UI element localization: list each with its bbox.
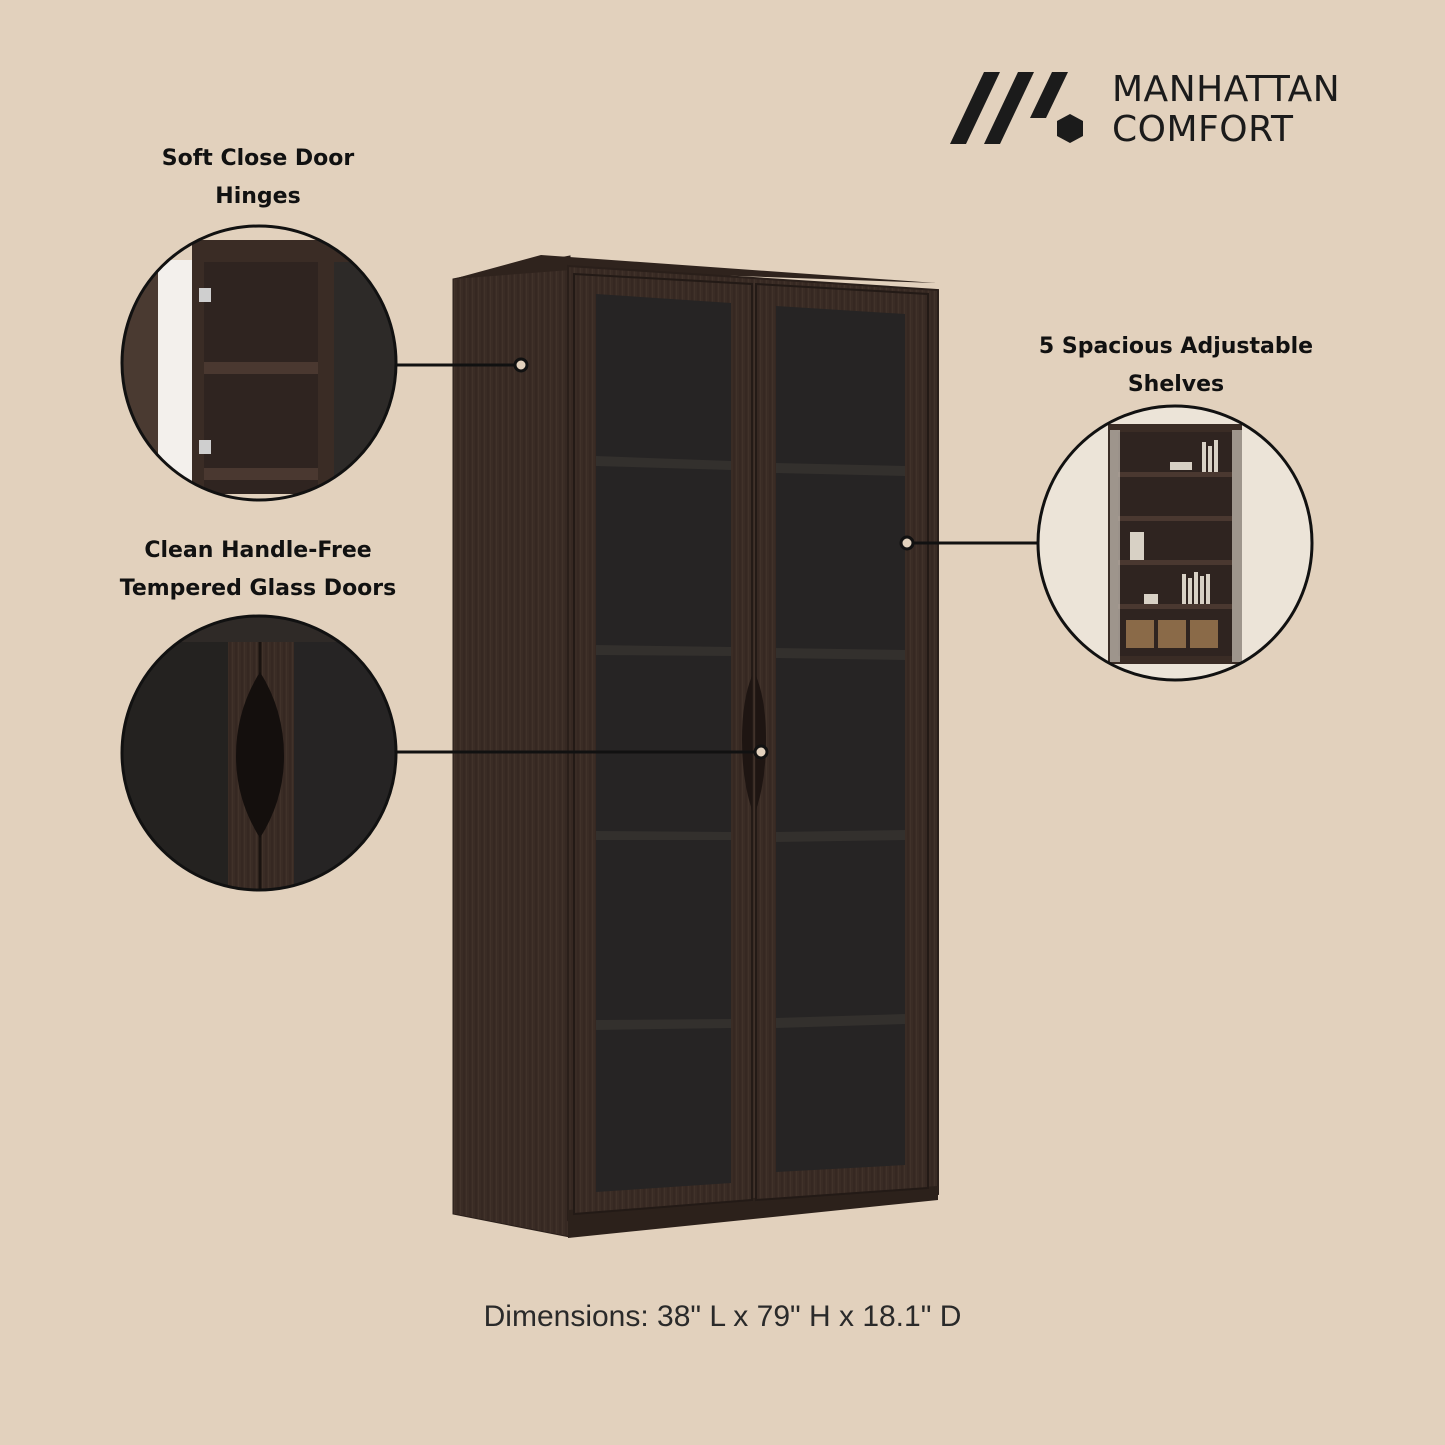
zoom-hinges [120,224,398,502]
cabinet-top [453,255,936,283]
dimensions-text: Dimensions: 38" L x 79" H x 18.1" D [483,1300,962,1333]
brand-line-1: MANHATTAN [1112,69,1341,110]
right-door-handle-icon [756,676,766,810]
feature-label-doors: Clean Handle-Free Tempered Glass Doors [119,538,397,601]
callout-lines [396,363,1038,754]
brand-line-2: COMFORT [1112,109,1294,150]
left-door-glass [596,294,731,1192]
callout-dot-shelves [899,535,915,551]
right-door-glass [776,306,905,1172]
left-door-handle-icon [742,676,752,810]
callout-dot-hinges [513,357,529,373]
manhattan-comfort-logo-icon [950,72,1083,144]
callout-dot-doors [753,744,769,760]
cabinet [452,255,939,1238]
brand-wordmark: MANHATTAN COMFORT [1112,70,1340,150]
hinge-top-icon [199,288,211,302]
feature-label-hinges: Soft Close Door Hinges [161,146,355,209]
cabinet-shelves [596,456,905,1030]
cabinet-base [568,1186,938,1238]
feature-label-shelves: 5 Spacious Adjustable Shelves [1038,334,1314,397]
hinge-bottom-icon [199,440,211,454]
cabinet-side-panel [452,255,571,1238]
zoom-doors [120,614,398,892]
zoom-shelves [1036,404,1314,682]
